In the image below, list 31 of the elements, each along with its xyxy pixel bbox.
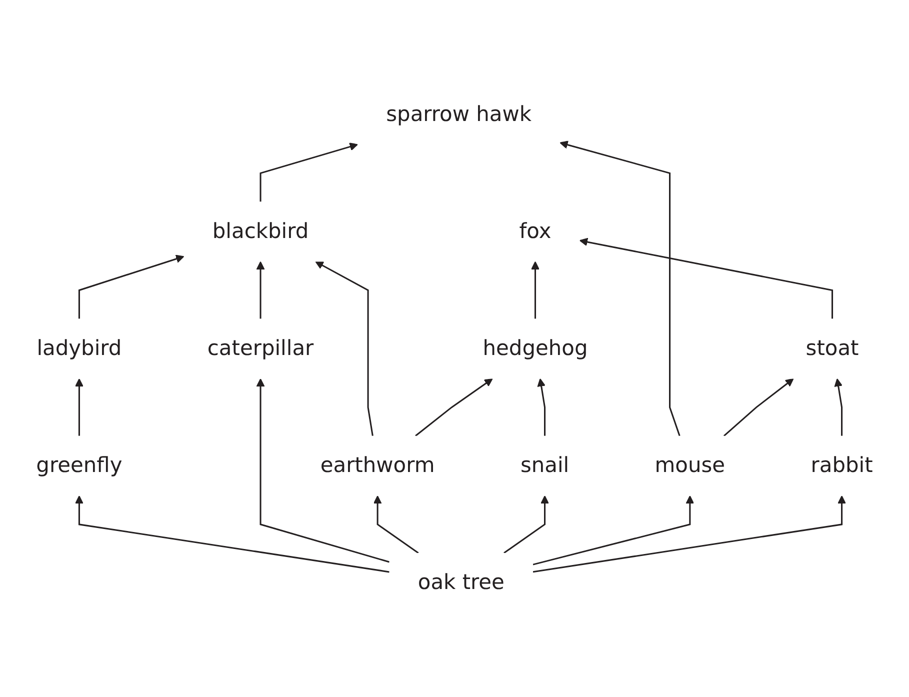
arrow — [532, 495, 846, 572]
node-text: ladybird — [36, 336, 122, 360]
node-text: blackbird — [212, 220, 309, 244]
arrow — [834, 378, 843, 436]
arrow — [531, 261, 540, 319]
node-text: rabbit — [810, 454, 873, 478]
node-text: oak tree — [418, 570, 504, 595]
node-text: earthworm — [320, 454, 435, 478]
arrow — [75, 378, 84, 436]
node-text: stoat — [806, 336, 859, 360]
node-text: hedgehog — [482, 336, 588, 360]
node-text: snail — [520, 454, 570, 478]
arrow — [373, 495, 419, 554]
node-text: fox — [519, 220, 552, 244]
arrow — [560, 140, 680, 436]
arrow — [579, 238, 834, 319]
arrow — [723, 378, 794, 436]
arrow — [256, 378, 390, 562]
arrow — [504, 495, 549, 554]
arrow — [537, 378, 546, 436]
node-text: mouse — [654, 454, 726, 478]
arrow — [256, 261, 265, 319]
arrow — [78, 254, 184, 319]
arrow — [315, 261, 374, 436]
node-text: caterpillar — [207, 336, 314, 360]
arrow — [415, 378, 493, 436]
arrow — [260, 142, 358, 202]
node-text: greenfly — [36, 454, 122, 478]
node-text: sparrow hawk — [386, 102, 532, 126]
arrow — [532, 495, 694, 566]
arrow — [75, 495, 390, 572]
